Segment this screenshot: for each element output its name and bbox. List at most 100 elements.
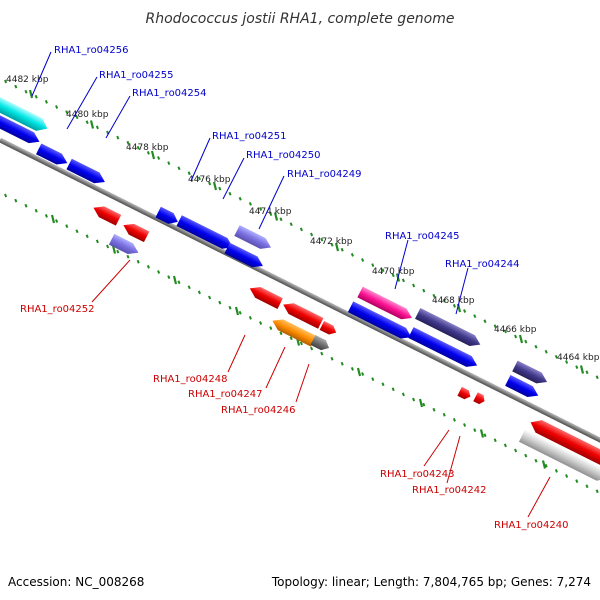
gene-arrow-ro04241[interactable] [512, 360, 550, 388]
gene-label-ro04249[interactable]: RHA1_ro04249 [287, 169, 362, 180]
major-tick [579, 365, 585, 374]
tick-dot [146, 151, 150, 155]
gene-arrow-ro04247s[interactable] [319, 320, 339, 337]
gene-arrow-ro04250[interactable] [176, 215, 235, 253]
tick-dot [595, 375, 599, 380]
gene-label-ro04255[interactable]: RHA1_ro04255 [99, 70, 174, 81]
gene-arrow-ro04245b[interactable] [347, 301, 414, 342]
callout-line-ro04247 [265, 346, 286, 389]
gene-label-ro04243[interactable]: RHA1_ro04243 [380, 469, 455, 480]
tick-dot [330, 242, 334, 247]
tick-dot [412, 283, 416, 288]
tick-dot [595, 489, 599, 494]
tick-dot [330, 356, 334, 361]
gene-label-ro04242[interactable]: RHA1_ro04242 [412, 485, 487, 496]
tick-dot [320, 237, 324, 242]
tick-dot [412, 397, 416, 402]
gene-arrow-ro04248r[interactable] [247, 283, 283, 309]
gene-arrow-ro04252r[interactable] [91, 202, 122, 226]
tick-dot [85, 234, 89, 239]
tick-dot [401, 392, 405, 397]
tick-dot [136, 259, 140, 264]
tick-dot [503, 329, 507, 334]
gene-arrow-ro04251[interactable] [155, 206, 180, 228]
gene-arrow-ro04256[interactable] [0, 91, 50, 135]
tick-dot [157, 270, 161, 274]
tick-dot [157, 156, 161, 160]
callout-line-ro04240 [527, 476, 551, 518]
gene-arrow-ro04244[interactable] [415, 307, 483, 350]
gene-arrow-ro04242[interactable] [473, 392, 486, 405]
tick-dot [248, 316, 252, 320]
gene-label-ro04254[interactable]: RHA1_ro04254 [132, 88, 207, 99]
gene-arrow-ro04252l[interactable] [108, 233, 141, 258]
tick-dot [228, 305, 232, 310]
gene-arrow-ro04240[interactable] [528, 416, 600, 468]
tick-dot [473, 314, 477, 318]
genome-title: Rhodococcus jostii RHA1, complete genome [145, 11, 454, 27]
tick-dot [289, 222, 293, 227]
gene-arrow-ro04255[interactable] [0, 114, 42, 147]
callout-line-ro04244 [455, 267, 469, 315]
gene-arrow-ro04244b[interactable] [408, 327, 480, 371]
gene-arrow-ro04245[interactable] [357, 286, 414, 324]
callout-line-ro04251 [190, 137, 211, 182]
gene-arrow-ro04247[interactable] [270, 315, 317, 347]
tick-dot [259, 207, 263, 211]
major-tick [172, 275, 178, 285]
tick-dot [503, 443, 507, 448]
tick-dot [514, 334, 518, 339]
gene-label-ro04248[interactable]: RHA1_ro04248 [153, 374, 228, 385]
gene-arrow-ro04243[interactable] [457, 386, 472, 401]
tick-dot [493, 324, 497, 329]
gene-label-ro04256[interactable]: RHA1_ro04256 [54, 45, 129, 56]
major-tick [356, 367, 362, 377]
gene-arrow-ro04249[interactable] [234, 225, 273, 253]
tick-dot [514, 448, 518, 453]
tick-dot [208, 181, 212, 186]
tick-dot [473, 428, 477, 432]
callout-line-ro04255 [66, 76, 98, 130]
gene-arrow-ro04252[interactable] [121, 220, 150, 243]
tick-dot [167, 275, 171, 279]
callout-line-ro04245 [394, 239, 409, 290]
gene-arrow-ro04254[interactable] [36, 143, 70, 168]
tick-dot [432, 293, 436, 298]
callout-line-ro04256 [31, 51, 52, 97]
gene-arrow-ro04247r[interactable] [281, 299, 324, 329]
gene-arrow-ro04240b[interactable] [518, 429, 600, 484]
gene-arrow-ro04246[interactable] [310, 335, 331, 353]
tick-dot [442, 412, 446, 417]
tick-dot [350, 253, 354, 257]
gene-arrow-ro04241b[interactable] [505, 375, 541, 401]
gene-arrow-ro04249b[interactable] [224, 242, 265, 272]
callout-line-ro04250 [222, 157, 245, 200]
tick-dot [310, 232, 314, 237]
kbp-label: 4466 kbp [494, 325, 537, 335]
tick-dot [422, 402, 426, 407]
gene-label-ro04244[interactable]: RHA1_ro04244 [445, 259, 520, 270]
gene-arrow-ro04254b[interactable] [66, 158, 107, 188]
gene-label-ro04247[interactable]: RHA1_ro04247 [188, 389, 263, 400]
gene-label-ro04252[interactable]: RHA1_ro04252 [20, 304, 95, 315]
tick-dot [197, 290, 201, 295]
tick-dot [361, 372, 365, 376]
tick-dot [483, 433, 487, 438]
tick-dot [534, 344, 538, 349]
tick-dot [463, 309, 467, 313]
tick-dot [238, 310, 242, 315]
major-tick [418, 398, 424, 408]
gene-label-ro04250[interactable]: RHA1_ro04250 [246, 150, 321, 161]
tick-dot [126, 254, 130, 259]
gene-label-ro04240[interactable]: RHA1_ro04240 [494, 520, 569, 531]
forward-gene-labels: RHA1_ro04256 RHA1_ro04255 RHA1_ro04254 R… [54, 45, 520, 270]
tick-dot [34, 208, 38, 213]
tick-dot [177, 166, 181, 171]
callout-lines [31, 51, 551, 518]
tick-dot [4, 79, 8, 84]
gene-label-ro04246[interactable]: RHA1_ro04246 [221, 405, 296, 416]
gene-label-ro04251[interactable]: RHA1_ro04251 [212, 131, 287, 142]
tick-dot [85, 120, 89, 125]
tick-dot [524, 339, 528, 344]
gene-label-ro04245[interactable]: RHA1_ro04245 [385, 231, 460, 242]
